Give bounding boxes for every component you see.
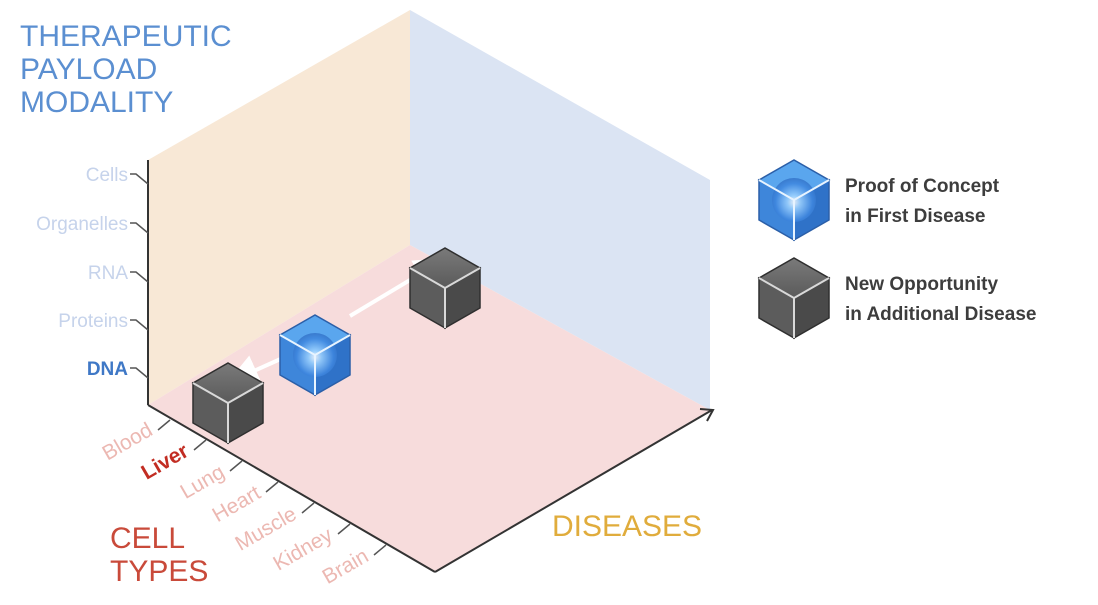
tick-mark-muscle: [301, 502, 315, 514]
modality-title-line: THERAPEUTIC: [20, 20, 232, 53]
tick-mark-lung: [229, 460, 243, 472]
cell-types-tick-marks: [157, 419, 387, 556]
modality-tick-marks: [130, 173, 149, 379]
tick-mark-brain: [373, 544, 387, 556]
tick-label-heart: Heart: [209, 481, 265, 527]
cell-types-title-line: CELL: [110, 522, 184, 555]
tick-mark-kidney: [337, 523, 351, 535]
legend-line: Proof of Concept: [845, 176, 1000, 197]
diseases-axis-line: [434, 409, 713, 573]
diseases-axis-title: DISEASES: [552, 510, 702, 543]
legend: Proof of Concept in First Disease New Op…: [757, 159, 1036, 340]
modality-title-line: PAYLOAD: [20, 53, 157, 86]
tick-mark-dna: [130, 367, 149, 379]
cell-types-axis-title: CELL TYPES: [110, 522, 208, 588]
gray-cube-icon: [191, 362, 265, 445]
diseases-axis-arrowhead: [699, 408, 715, 422]
tick-mark-cells: [130, 173, 149, 185]
legend-line: in Additional Disease: [845, 304, 1036, 325]
tick-label-cells: Cells: [86, 165, 128, 186]
gray-cube-icon: [408, 247, 482, 330]
floor-plane: [148, 245, 710, 572]
tick-mark-heart: [265, 481, 279, 493]
tick-label-lung: Lung: [177, 460, 229, 503]
tick-label-dna: DNA: [87, 359, 128, 380]
blue-cube-icon: [278, 314, 352, 397]
modality-title-line: MODALITY: [20, 86, 173, 119]
tick-label-liver: Liver: [138, 439, 193, 484]
modality-axis-title: THERAPEUTIC PAYLOAD MODALITY: [20, 20, 240, 119]
legend-line: New Opportunity: [845, 274, 998, 295]
gray-cube-icon: [757, 257, 831, 340]
legend-line: in First Disease: [845, 206, 985, 227]
tick-label-organelles: Organelles: [36, 214, 128, 235]
tick-label-rna: RNA: [88, 263, 128, 284]
cell-types-axis-line: [147, 404, 436, 573]
back-wall-plane: [410, 10, 710, 410]
tick-mark-organelles: [130, 222, 149, 234]
cell-types-title-line: TYPES: [110, 555, 208, 588]
tick-mark-blood: [157, 419, 171, 431]
tick-label-brain: Brain: [319, 544, 373, 588]
blue-cube-icon: [757, 159, 831, 242]
legend-label-new-opportunity: New Opportunity in Additional Disease: [845, 274, 1036, 325]
left-wall-plane: [148, 10, 410, 405]
tick-label-proteins: Proteins: [58, 311, 128, 332]
tick-mark-rna: [130, 271, 149, 283]
legend-label-proof-of-concept: Proof of Concept in First Disease: [845, 176, 1004, 227]
tick-mark-liver: [193, 439, 207, 451]
tick-mark-proteins: [130, 319, 149, 331]
